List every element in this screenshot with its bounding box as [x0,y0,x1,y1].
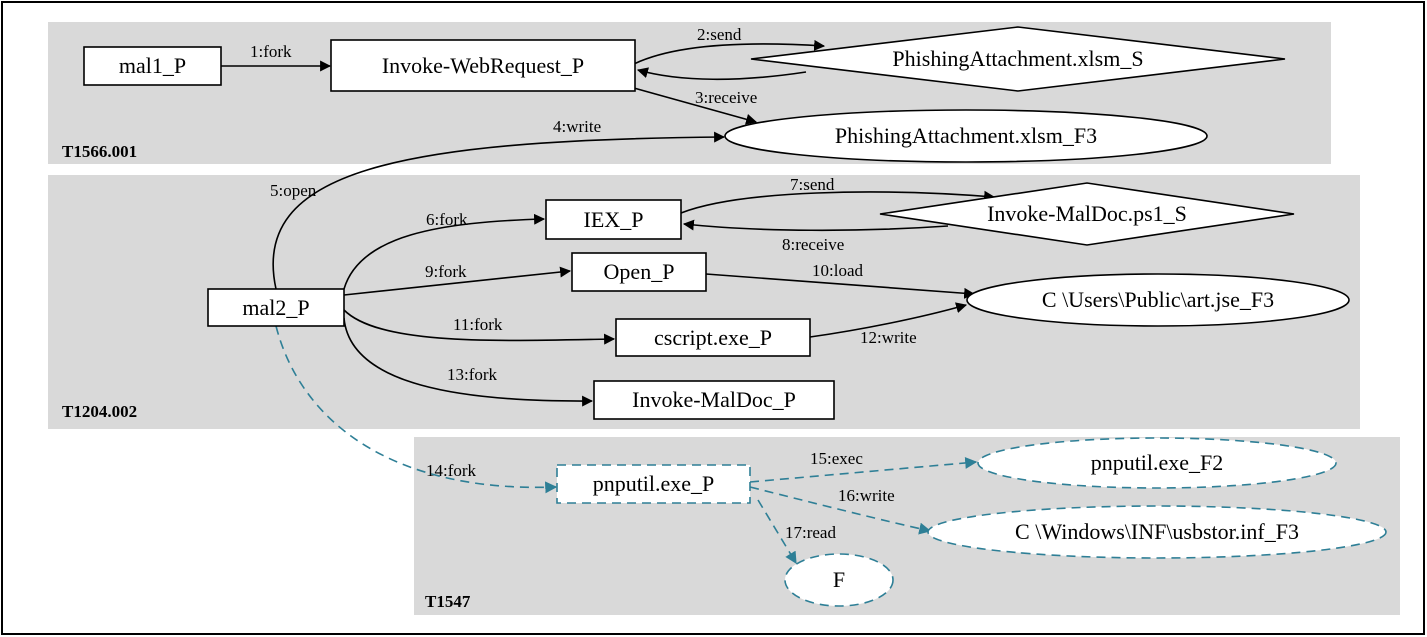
node-label: Invoke-MalDoc_P [632,387,796,412]
node-phishing-attachment-s[interactable]: PhishingAttachment.xlsm_S [750,26,1286,92]
node-usbstor-inf-f3[interactable]: C \Windows\INF\usbstor.inf_F3 [927,505,1387,559]
node-iex-p[interactable]: IEX_P [545,199,682,240]
edge-label-6: 6:fork [426,210,468,229]
edge-label-7: 7:send [790,175,835,194]
edge-6-fork [343,213,546,290]
edge-8-receive [682,219,949,232]
edge-label-9: 9:fork [425,262,467,281]
node-label: C \Users\Public\art.jse_F3 [1042,287,1274,312]
edge-label-12: 12:write [860,328,917,347]
edge-14-fork [275,325,558,494]
node-label: pnputil.exe_P [593,471,715,496]
node-invoke-maldoc-ps1-s[interactable]: Invoke-MalDoc.ps1_S [879,182,1295,246]
node-invoke-webrequest-p[interactable]: Invoke-WebRequest_P [330,39,636,92]
edge-label-16: 16:write [838,486,895,505]
edge-label-10: 10:load [812,261,863,280]
edge-7-send [680,190,996,214]
edge-12-write [809,302,968,338]
node-label: F [833,567,845,592]
edge-13-fork [343,317,594,407]
node-label: pnputil.exe_F2 [1091,450,1224,475]
cluster-label: T1204.002 [62,402,137,421]
edge-2-send [633,39,826,65]
edge-3-receive [636,67,807,81]
edge-9-fork [343,266,572,296]
edge-17-read [757,499,797,565]
edge-label-2: 2:send [697,25,742,44]
node-phishing-attachment-f3[interactable]: PhishingAttachment.xlsm_F3 [724,109,1208,163]
edge-16-write [749,486,932,535]
node-label: Invoke-MalDoc.ps1_S [987,201,1187,226]
edge-label-8: 8:receive [782,235,844,254]
edge-11-fork [343,309,616,345]
node-label: Invoke-WebRequest_P [382,53,584,78]
node-pnputil-exe-f2[interactable]: pnputil.exe_F2 [977,437,1337,489]
edge-label-15: 15:exec [810,449,863,468]
node-label: mal2_P [242,295,309,320]
node-art-jse-f3[interactable]: C \Users\Public\art.jse_F3 [966,273,1350,327]
node-label: PhishingAttachment.xlsm_S [892,46,1143,71]
cluster-label: T1566.001 [62,142,137,161]
node-label: PhishingAttachment.xlsm_F3 [835,123,1097,148]
edge-label-4: 4:write [553,117,601,136]
edge-iwr-to-attachment [633,87,758,125]
edge-10-load [705,273,976,299]
node-label: IEX_P [584,207,644,232]
edge-label-1: 1:fork [250,42,292,61]
edge-5-open [272,131,726,290]
node-open-p[interactable]: Open_P [571,252,707,292]
edge-label-11: 11:fork [453,315,503,334]
node-label: mal1_P [119,53,186,78]
node-pnputil-exe-p[interactable]: pnputil.exe_P [556,464,751,504]
edge-label-3: 3:receive [695,88,757,107]
edge-label-13: 13:fork [447,365,498,384]
node-mal1-p[interactable]: mal1_P [83,46,222,86]
node-invoke-maldoc-p[interactable]: Invoke-MalDoc_P [593,380,835,420]
node-f[interactable]: F [784,553,894,607]
cluster-label: T1547 [425,592,471,611]
node-cscript-exe-p[interactable]: cscript.exe_P [615,318,811,357]
node-label: C \Windows\INF\usbstor.inf_F3 [1015,519,1299,544]
edge-label-5: 5:open [270,181,317,200]
edge-label-14: 14:fork [426,461,477,480]
node-label: Open_P [604,259,675,284]
node-mal2-p[interactable]: mal2_P [207,288,345,327]
edge-label-17: 17:read [785,523,836,542]
node-label: cscript.exe_P [654,325,772,350]
edge-15-exec [749,456,978,483]
